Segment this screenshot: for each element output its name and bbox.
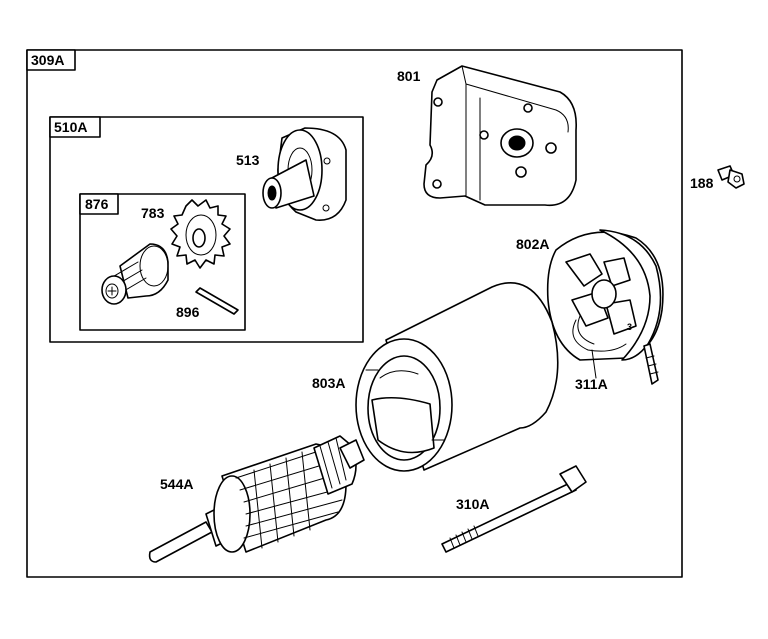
- label-896: 896: [176, 304, 200, 320]
- label-311A: 311A: [575, 376, 608, 392]
- part-783-gear: [170, 199, 231, 269]
- group-309A-frame: [26, 49, 683, 578]
- group-309A: 309A: [26, 49, 683, 578]
- group-309A-tag-box: [26, 49, 76, 71]
- part-802A-end-cap: 3: [546, 229, 664, 385]
- group-510A-frame: [49, 116, 364, 343]
- part-801-bracket: [423, 65, 577, 207]
- label-188: 188: [690, 175, 714, 191]
- group-510A-label: 510A: [54, 119, 87, 135]
- label-513: 513: [236, 152, 260, 168]
- part-310A-through-bolt: [441, 465, 587, 553]
- label-801: 801: [397, 68, 421, 84]
- part-544A-armature: [148, 435, 365, 563]
- label-783: 783: [141, 205, 165, 221]
- group-510A-tag-box: [49, 116, 101, 138]
- group-876-tag-box: [79, 193, 119, 215]
- label-802A: 802A: [516, 236, 549, 252]
- part-896-pin: [195, 287, 239, 315]
- label-310A: 310A: [456, 496, 489, 512]
- svg-text:3: 3: [627, 322, 632, 332]
- label-544A: 544A: [160, 476, 193, 492]
- group-309A-label: 309A: [31, 52, 64, 68]
- group-876-label: 876: [85, 196, 109, 212]
- part-188-bolt: [717, 165, 745, 189]
- label-803A: 803A: [312, 375, 345, 391]
- leader-311A: [591, 349, 597, 379]
- group-510A: 510A: [49, 116, 364, 343]
- part-803A-field-frame: [355, 282, 559, 472]
- group-876-frame: [79, 193, 246, 331]
- part-876-clutch: [101, 243, 169, 305]
- part-513-housing: [262, 127, 347, 221]
- group-876: 876: [79, 193, 246, 331]
